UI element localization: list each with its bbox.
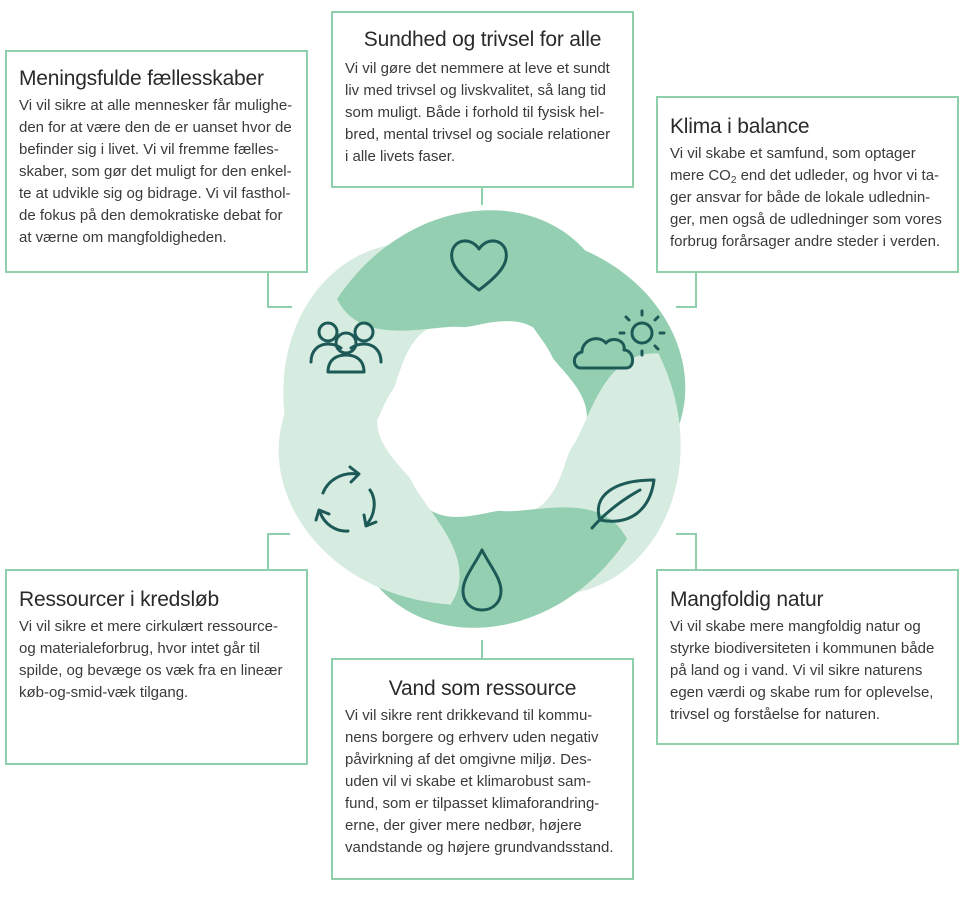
connector-klima [676, 273, 697, 308]
recycle-icon [314, 465, 378, 533]
section-text: Vi vil skabe mere mangfoldig natur og st… [670, 618, 935, 723]
section-text: Vi vil gøre det nemmere at leve et sundt… [345, 60, 611, 165]
section-title: Klima i balance [670, 115, 810, 138]
text-part-1: Vi vil skabe et samfund, som optager mer… [670, 145, 916, 184]
heart-icon [450, 239, 508, 292]
section-text: Vi vil sikre rent drikkevand til kommu- … [345, 707, 614, 856]
co2-subscript: 2 [730, 175, 737, 186]
section-title: Sundhed og trivsel for alle [363, 28, 602, 51]
section-title: Meningsfulde fællesskaber [19, 67, 264, 90]
section-vand: Vand som ressource Vi vil sikre rent dri… [331, 658, 634, 880]
connector-ressourcer [267, 533, 290, 569]
section-klima: Klima i balance Vi vil skabe et samfund,… [656, 96, 959, 273]
section-text: Vi vil sikre et mere cirkulært ressource… [19, 618, 283, 701]
section-meningsfulde: Meningsfulde fællesskaber Vi vil sikre a… [5, 50, 308, 273]
section-ressourcer: Ressourcer i kredsløb Vi vil sikre et me… [5, 569, 308, 765]
section-text: Vi vil sikre at alle mennesker får mulig… [19, 97, 293, 246]
section-title: Mangfoldig natur [670, 588, 824, 611]
cloud-sun-icon [572, 309, 666, 370]
wheel-center [390, 327, 574, 511]
section-title: Vand som ressource [388, 677, 577, 700]
petal-sundhed [337, 210, 603, 341]
connector-mangfoldig [676, 533, 697, 569]
water-drop-icon [461, 548, 503, 612]
people-icon [309, 321, 383, 374]
section-sundhed: Sundhed og trivsel for alle Vi vil gøre … [331, 11, 634, 188]
leaf-icon [590, 478, 656, 530]
section-title: Ressourcer i kredsløb [19, 588, 220, 611]
section-text: Vi vil skabe et samfund, som optager mer… [670, 143, 957, 253]
section-mangfoldig: Mangfoldig natur Vi vil skabe mere mangf… [656, 569, 959, 745]
connector-meningsfulde [267, 273, 292, 308]
text-part-2: end det udleder, og hvor vi ta- ger ansv… [670, 167, 942, 250]
